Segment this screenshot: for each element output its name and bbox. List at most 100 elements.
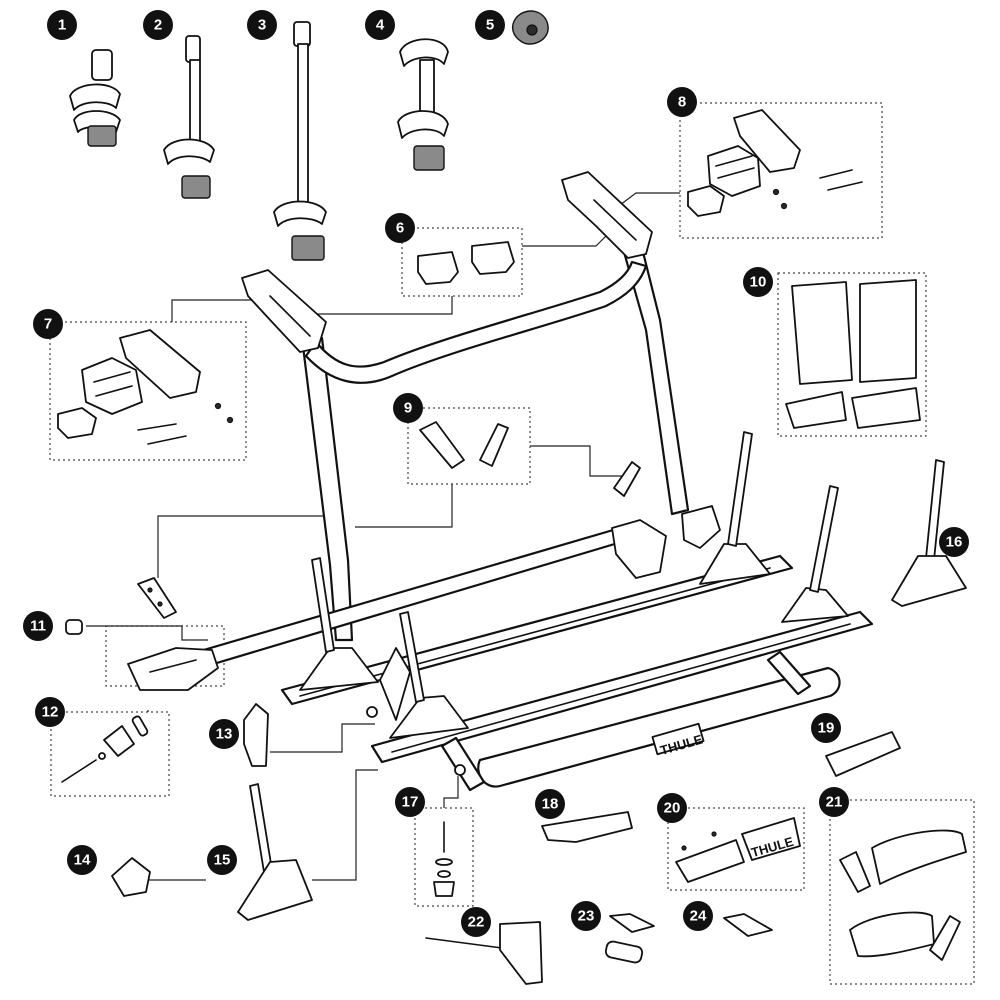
part-19-cover <box>825 731 901 777</box>
callout-20: 20 <box>657 793 687 823</box>
svg-text:23: 23 <box>578 908 595 925</box>
callout-4: 4 <box>365 10 395 40</box>
svg-text:21: 21 <box>826 794 843 811</box>
group-box-12 <box>50 711 170 797</box>
group-box-9 <box>407 407 531 485</box>
svg-text:2: 2 <box>154 17 162 34</box>
side-member <box>440 736 486 792</box>
group-box-21 <box>829 799 975 985</box>
callout-2: 2 <box>143 10 173 40</box>
svg-text:15: 15 <box>214 852 231 869</box>
wheel-arm-a <box>311 557 335 653</box>
svg-text:6: 6 <box>396 220 404 237</box>
wheel-cradle-d <box>781 587 849 623</box>
callout-21: 21 <box>819 787 849 817</box>
group-box-6 <box>401 227 523 297</box>
svg-text:22: 22 <box>468 914 485 931</box>
part-23-lock-and-key <box>604 913 655 964</box>
part-4-double-arm <box>397 38 449 171</box>
part-22-tool <box>425 921 543 985</box>
wheel-cradle-b <box>389 695 469 739</box>
part-10-rubber-pads <box>785 279 921 429</box>
group-box-17 <box>414 807 474 907</box>
part-12-bolt-set <box>61 715 149 783</box>
svg-text:16: 16 <box>946 534 963 551</box>
svg-text:9: 9 <box>404 400 412 417</box>
side-member-right <box>766 650 812 696</box>
part-17-bolt-stack <box>433 821 455 897</box>
svg-text:18: 18 <box>542 796 559 813</box>
callout-9: 9 <box>393 393 423 423</box>
part-9-clips <box>419 421 509 469</box>
callout-5: 5 <box>475 10 505 40</box>
part-8-bracket-kit <box>687 109 863 217</box>
part-2-medium-arm <box>163 35 215 199</box>
svg-text:19: 19 <box>818 720 835 737</box>
frame-foot-left <box>366 706 378 718</box>
brand-plate <box>651 722 705 756</box>
frame-foot-centre <box>454 764 466 776</box>
callout-18: 18 <box>535 789 565 819</box>
callout-8: 8 <box>667 87 697 117</box>
main-frame-assembly: THULE <box>127 171 874 792</box>
svg-text:12: 12 <box>42 704 59 721</box>
svg-text:13: 13 <box>216 726 233 743</box>
wheel-cradle-c <box>699 543 771 585</box>
svg-text:5: 5 <box>486 17 494 34</box>
callout-14: 14 <box>67 845 97 875</box>
part-21-clamp-set <box>839 829 967 961</box>
callout-17: 17 <box>395 787 425 817</box>
callout-6: 6 <box>385 213 415 243</box>
callout-11: 11 <box>23 611 53 641</box>
top-crossbar <box>304 260 648 384</box>
svg-text:17: 17 <box>402 794 419 811</box>
callout-23: 23 <box>571 901 601 931</box>
callout-16: 16 <box>939 527 969 557</box>
group-box-20 <box>667 807 805 891</box>
part-11-bushing <box>65 619 83 635</box>
part-16-wheel-cradle <box>891 459 967 607</box>
callout-7: 7 <box>33 309 63 339</box>
mounted-clip <box>613 461 641 497</box>
callout-3: 3 <box>247 10 277 40</box>
callout-10: 10 <box>743 267 773 297</box>
frame-clamp-right <box>681 505 721 549</box>
bottom-crossbar <box>477 666 841 788</box>
left-base-bracket <box>127 647 219 691</box>
callout-22: 22 <box>461 907 491 937</box>
part-7-bracket-kit <box>57 329 234 445</box>
group-box-8 <box>679 102 883 239</box>
part-18-cover <box>541 811 633 843</box>
frame-clamp-left <box>611 519 667 579</box>
callout-13: 13 <box>209 719 239 749</box>
callout-12: 12 <box>35 697 65 727</box>
wheel-arm-d <box>809 485 839 593</box>
bike-holder-base <box>379 647 411 721</box>
leader-lines <box>86 192 680 881</box>
svg-text:11: 11 <box>30 618 46 635</box>
left-upright-tube <box>300 336 354 642</box>
svg-text:14: 14 <box>74 852 91 869</box>
right-top-bracket <box>561 171 653 259</box>
part-6-end-caps <box>417 241 515 285</box>
callout-15: 15 <box>207 845 237 875</box>
part-13-wheel-holder <box>243 703 269 767</box>
svg-text:7: 7 <box>44 316 52 333</box>
group-box-10 <box>777 272 927 437</box>
part-14-end-cap <box>111 857 151 897</box>
callout-24: 24 <box>683 901 713 931</box>
wheel-arm-c <box>727 431 753 547</box>
svg-text:1: 1 <box>58 17 66 34</box>
part-24-key <box>723 913 773 937</box>
svg-text:10: 10 <box>750 274 767 291</box>
svg-text:8: 8 <box>678 94 686 111</box>
loose-clip <box>137 577 177 619</box>
part-1-short-arm <box>69 49 121 147</box>
group-box-7 <box>49 321 247 461</box>
svg-text:24: 24 <box>690 908 707 925</box>
wheel-cradle-a <box>299 647 379 691</box>
callout-1: 1 <box>47 10 77 40</box>
part-5-knob <box>511 10 549 45</box>
svg-text:4: 4 <box>376 17 385 34</box>
